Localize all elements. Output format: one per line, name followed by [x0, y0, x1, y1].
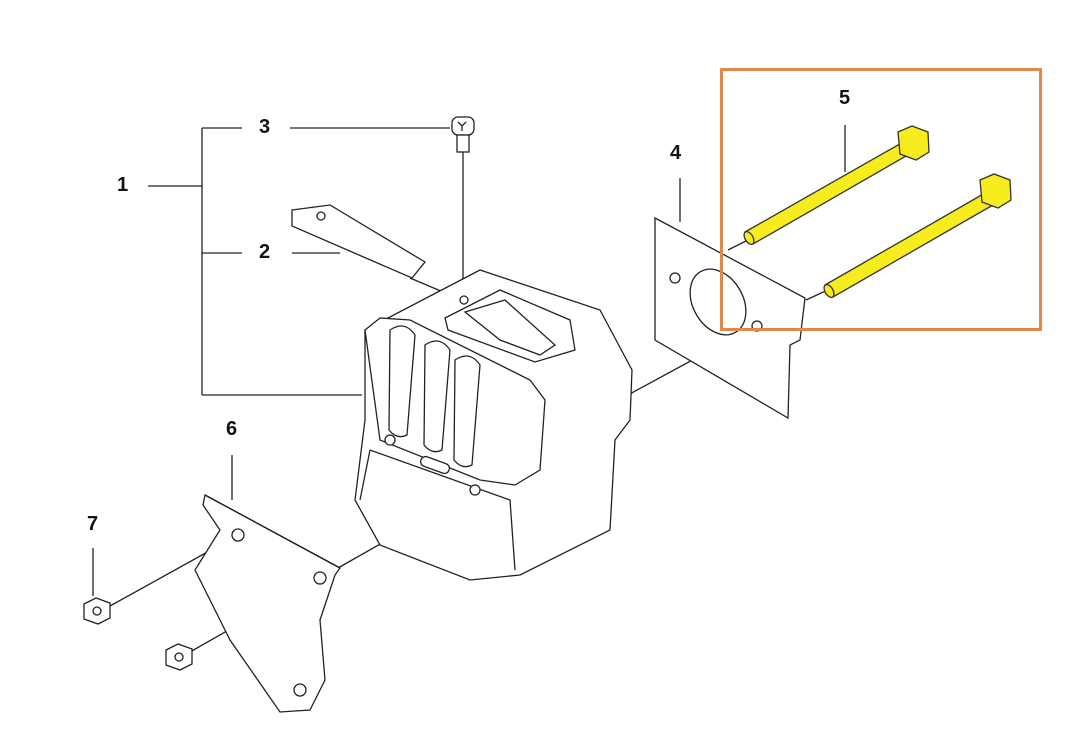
nuts-part-7	[83, 597, 193, 671]
bolts-part-5	[743, 125, 1012, 299]
label-part-1[interactable]: 1	[117, 174, 129, 196]
gasket-part-4	[654, 216, 806, 420]
label-part-3[interactable]: 3	[259, 116, 271, 138]
label-part-4[interactable]: 4	[670, 142, 682, 164]
label-part-6[interactable]: 6	[226, 418, 238, 440]
label-part-5[interactable]: 5	[839, 87, 851, 109]
label-part-7[interactable]: 7	[87, 513, 99, 535]
highlight-box-part-5	[720, 68, 1042, 331]
muffler-part-1	[354, 269, 633, 581]
screw-part-3	[451, 116, 475, 153]
bracket-part-6	[194, 494, 341, 713]
label-part-2[interactable]: 2	[259, 241, 271, 263]
plate-part-2	[291, 204, 426, 279]
